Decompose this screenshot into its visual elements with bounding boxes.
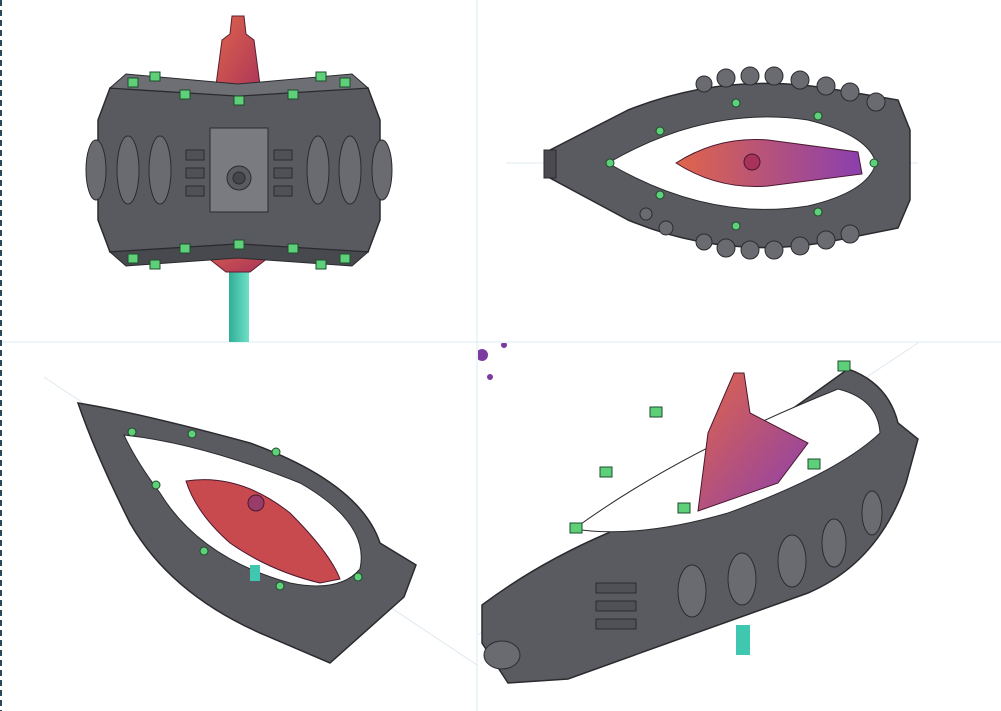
green-beacon-icon	[127, 71, 351, 270]
side-pods-left	[85, 135, 172, 205]
viewport-top-right[interactable]	[478, 0, 1001, 342]
viewport-bottom-left[interactable]	[0, 343, 477, 711]
mast-shaft	[250, 565, 260, 581]
green-beacon-icon	[127, 427, 363, 591]
green-beacon-icon	[605, 98, 879, 231]
viewport-top-left[interactable]	[0, 0, 477, 342]
hull-bumps	[639, 66, 886, 260]
nose-cap	[483, 640, 521, 670]
core-vessel	[675, 139, 863, 187]
core-vessel	[697, 372, 809, 512]
stray-fragments	[478, 343, 507, 380]
vent-slots	[185, 149, 293, 197]
viewport-bottom-right[interactable]	[478, 343, 1001, 711]
green-beacon-icon	[569, 360, 851, 534]
mast-shaft	[736, 625, 750, 655]
core-vessel	[185, 479, 341, 584]
hull-pods	[677, 490, 883, 618]
vent-slots	[595, 582, 637, 630]
side-pods-right	[306, 135, 393, 205]
nose-cap	[543, 149, 557, 179]
mast-shaft	[229, 262, 249, 342]
